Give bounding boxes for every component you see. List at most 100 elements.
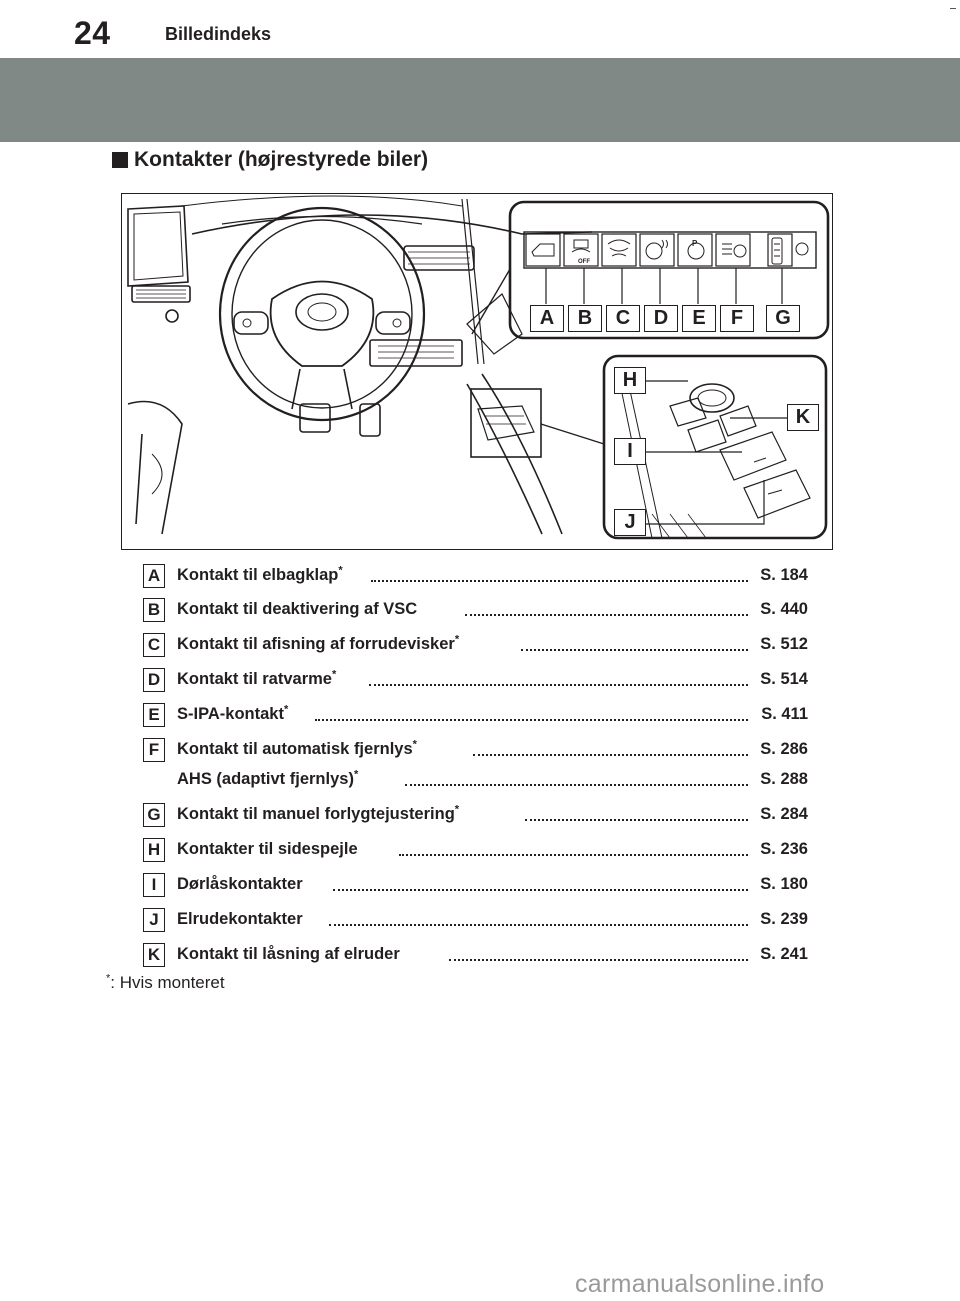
right-spoke-controls xyxy=(375,311,411,335)
left-spoke-controls xyxy=(233,311,269,335)
switch-row xyxy=(523,231,817,269)
auto-high-beam-icon xyxy=(722,243,747,258)
wiper-deicer-icon xyxy=(607,239,631,257)
callout-a: A xyxy=(530,305,564,332)
legend-key: K xyxy=(143,943,165,967)
window-switches-front xyxy=(719,431,787,481)
upper-switch-callout xyxy=(508,200,830,340)
page-reference: S. 286 xyxy=(757,740,808,759)
page-reference: S. 184 xyxy=(757,566,808,585)
crop-mark xyxy=(950,8,956,9)
page-reference: S. 514 xyxy=(757,670,808,689)
brake-pedal xyxy=(299,403,331,433)
page-reference: S. 241 xyxy=(757,945,808,964)
heading-square-icon xyxy=(112,152,128,168)
door-lock-switch xyxy=(687,419,727,453)
legend-key: A xyxy=(143,564,165,588)
vsc-off-icon xyxy=(571,239,591,253)
legend-row-d: D Kontakt til ratvarme* S. 514 xyxy=(143,666,808,696)
legend-row-h: H Kontakter til sidespejle S. 236 xyxy=(143,836,808,866)
legend-label: Kontakt til deaktivering af VSC xyxy=(177,600,418,618)
section-heading-text: Kontakter (højrestyrede biler) xyxy=(134,148,429,171)
legend-label: S-IPA-kontakt* xyxy=(177,703,289,723)
window-lock-switch xyxy=(719,405,757,437)
legend-row-f: F Kontakt til automatisk fjernlys* S. 28… xyxy=(143,736,808,766)
tailgate-icon xyxy=(531,243,555,257)
lower-callout-line xyxy=(540,423,605,445)
legend-label: Elrudekontakter xyxy=(177,910,303,928)
callout-h: H xyxy=(614,367,646,394)
page-header: 24 Billedindeks xyxy=(0,0,960,58)
page-reference: S. 288 xyxy=(757,770,808,789)
header-band xyxy=(0,58,960,142)
accelerator-pedal xyxy=(359,403,381,437)
steering-wheel-rim xyxy=(218,206,426,422)
callout-d: D xyxy=(644,305,678,332)
callout-e: E xyxy=(682,305,716,332)
upper-callout-line xyxy=(471,268,511,335)
dashboard-drawing: OFF P xyxy=(127,195,830,540)
legend-label: AHS (adaptivt fjernlys)* xyxy=(177,768,359,788)
callout-b: B xyxy=(568,305,602,332)
watermark: carmanualsonline.info xyxy=(575,1270,825,1298)
legend-label: Dørlåskontakter xyxy=(177,875,303,893)
legend-label: Kontakt til låsning af elruder xyxy=(177,945,400,963)
callout-leaders xyxy=(545,268,783,304)
legend-label: Kontakt til ratvarme* xyxy=(177,668,337,688)
parking-text: P xyxy=(692,239,698,248)
legend-key: D xyxy=(143,668,165,692)
page-reference: S. 440 xyxy=(757,600,808,619)
section-heading: Kontakter (højrestyrede biler) xyxy=(112,148,428,172)
legend-key: F xyxy=(143,738,165,762)
callout-i: I xyxy=(614,438,646,465)
legend-key: J xyxy=(143,908,165,932)
lower-door-switch-callout xyxy=(602,354,828,540)
right-air-vent xyxy=(403,245,475,271)
switch-buttons xyxy=(525,233,793,267)
legend-key: H xyxy=(143,838,165,862)
legend-row-k: K Kontakt til låsning af elruder S. 241 xyxy=(143,941,808,971)
dial-knob xyxy=(165,309,179,323)
page-reference: S. 411 xyxy=(758,705,808,724)
legend-label: Kontakt til afisning af forrudevisker* xyxy=(177,633,460,653)
legend-label: Kontakt til manuel forlygtejustering* xyxy=(177,803,460,823)
left-air-vent xyxy=(131,285,191,303)
mirror-selector xyxy=(669,397,707,427)
legend-label: Kontakter til sidespejle xyxy=(177,840,358,858)
chapter-title: Billedindeks xyxy=(165,24,272,44)
legend-row-a: A Kontakt til elbagklap* S. 184 xyxy=(143,562,808,592)
legend-row-i: I Dørlåskontakter S. 180 xyxy=(143,871,808,901)
callout-g: G xyxy=(766,305,800,332)
legend-row-f-ahs: AHS (adaptivt fjernlys)* S. 288 xyxy=(143,766,808,796)
callout-c: C xyxy=(606,305,640,332)
lower-switch-panel xyxy=(369,339,463,367)
steering-heater-icon xyxy=(645,239,668,260)
footnote: *: Hvis monteret xyxy=(106,972,225,992)
switches-illustration: OFF P A B C D E F G H I xyxy=(121,193,833,550)
s-ipa-icon xyxy=(687,242,705,260)
callout-f: F xyxy=(720,305,754,332)
steering-emblem xyxy=(295,293,349,331)
legend-key: E xyxy=(143,703,165,727)
legend-label: Kontakt til automatisk fjernlys* xyxy=(177,738,417,758)
page-reference: S. 284 xyxy=(757,805,808,824)
page-reference: S. 512 xyxy=(757,635,808,654)
page-number: 24 xyxy=(74,15,111,51)
steering-hub xyxy=(269,280,375,367)
legend-key: I xyxy=(143,873,165,897)
page-reference: S. 236 xyxy=(757,840,808,859)
legend-label: Kontakt til elbagklap* xyxy=(177,564,343,584)
callout-j: J xyxy=(614,509,646,536)
display-screen xyxy=(127,205,189,287)
page-reference: S. 180 xyxy=(757,875,808,894)
page-reference: S. 239 xyxy=(757,910,808,929)
mirror-knob xyxy=(689,383,735,413)
vsc-off-text: OFF xyxy=(578,259,590,265)
legend-row-j: J Elrudekontakter S. 239 xyxy=(143,906,808,936)
door-switch-area xyxy=(470,388,542,458)
headlight-leveling-icon xyxy=(771,237,809,265)
window-switches-rear xyxy=(743,469,811,519)
legend-key: C xyxy=(143,633,165,657)
legend-row-b: B Kontakt til deaktivering af VSC S. 440 xyxy=(143,596,808,626)
legend-row-e: E S-IPA-kontakt* S. 411 xyxy=(143,701,808,731)
